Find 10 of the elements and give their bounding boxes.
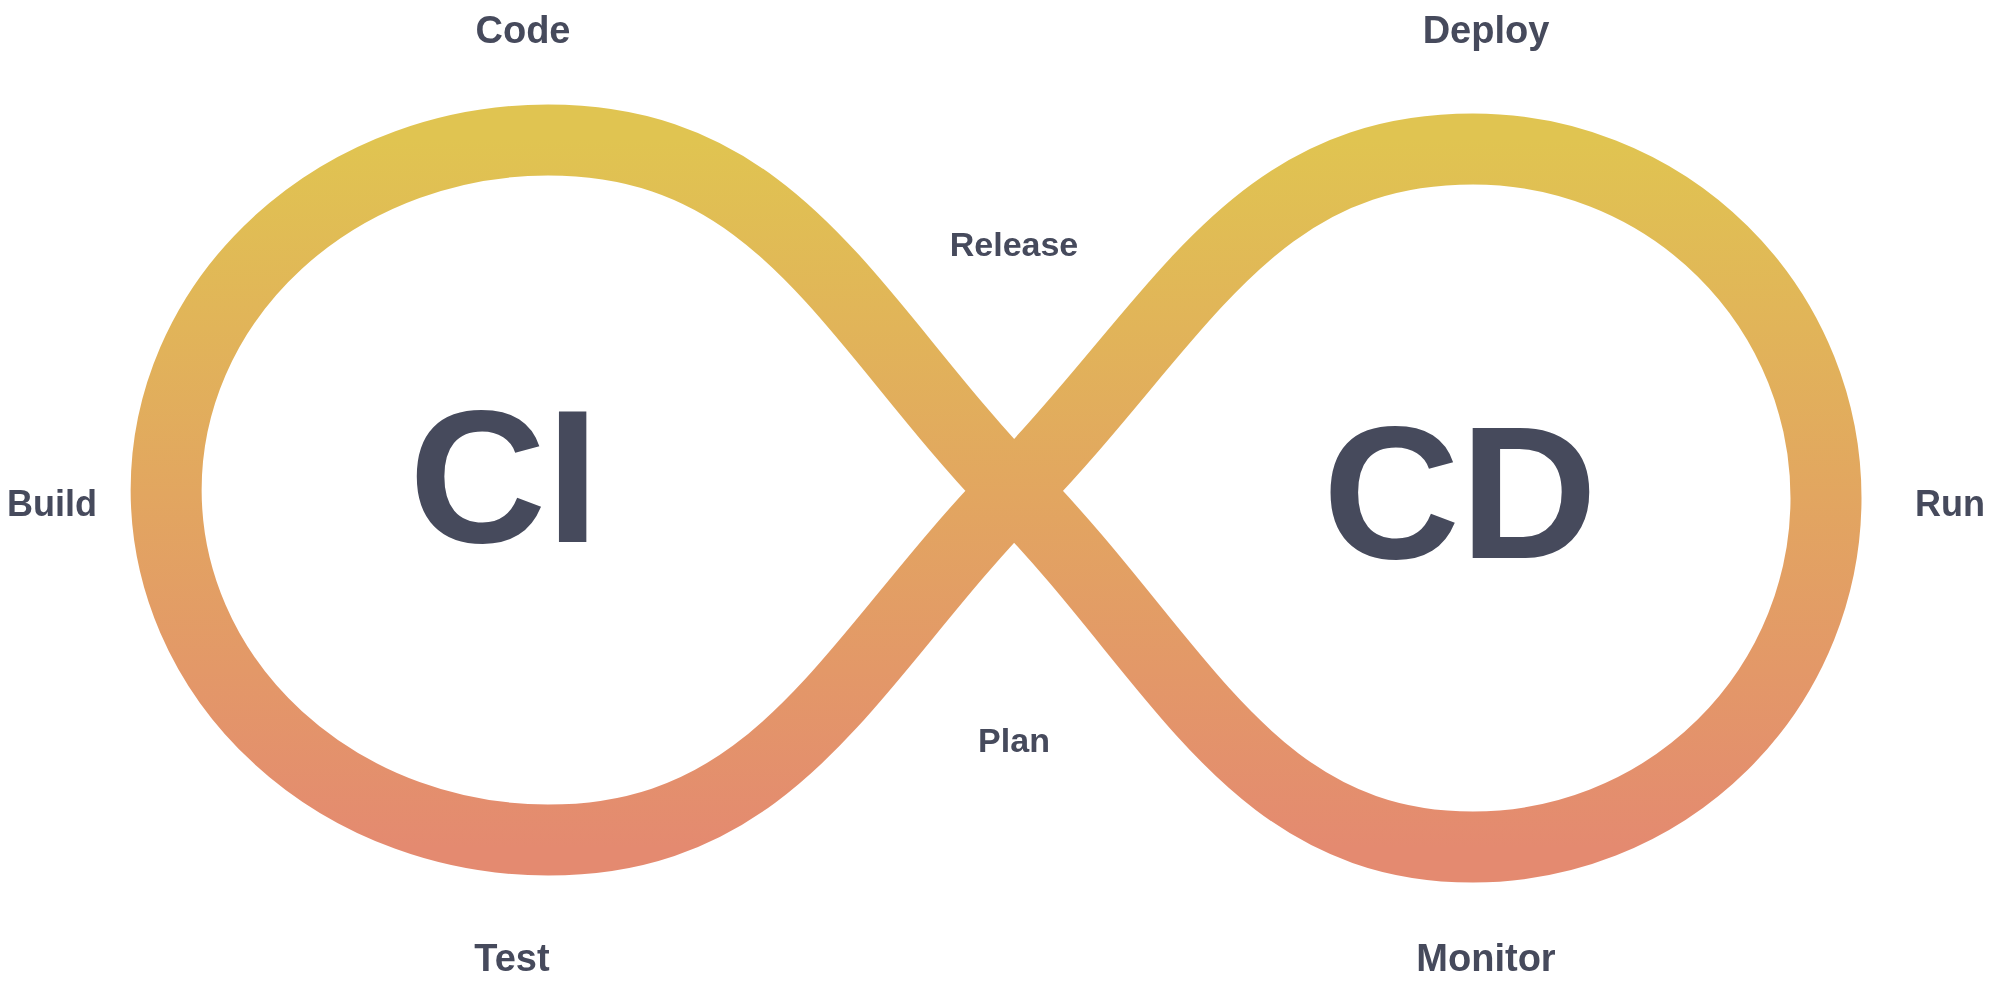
stage-label: Plan bbox=[978, 723, 1050, 757]
stage-label: Run bbox=[1915, 486, 1985, 522]
stage-label: Build bbox=[7, 486, 97, 522]
stage-label: Code bbox=[475, 11, 571, 49]
stage-label: Deploy bbox=[1422, 11, 1550, 49]
loop-title: CI bbox=[409, 381, 599, 571]
stage-label: Release bbox=[949, 227, 1079, 261]
stage-label: Monitor bbox=[1416, 939, 1556, 977]
stage-label: Test bbox=[474, 939, 550, 977]
loop-title: CD bbox=[1322, 397, 1598, 587]
